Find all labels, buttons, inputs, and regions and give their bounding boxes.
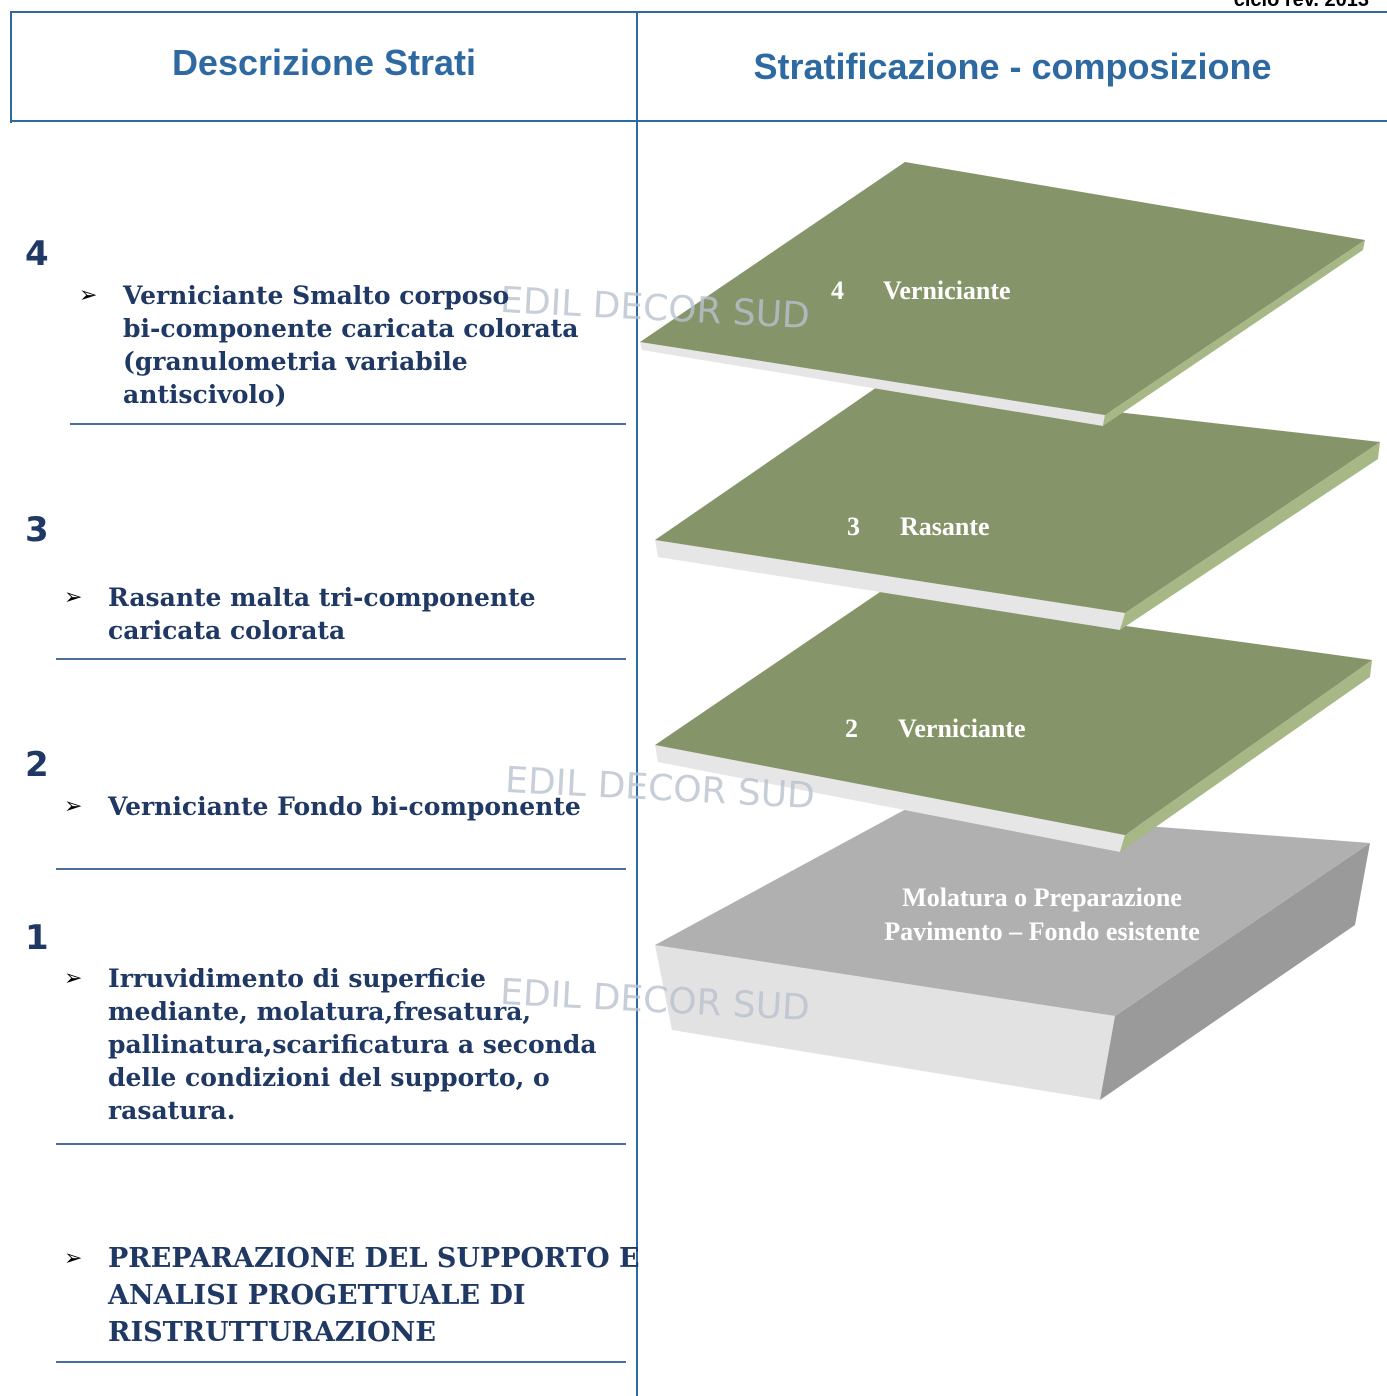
description-line: rasatura.: [108, 1096, 236, 1125]
layer3-top: [655, 385, 1380, 613]
base-block-top: [655, 808, 1370, 1016]
description-line: antiscivolo): [123, 380, 287, 409]
section-separator: [56, 1361, 626, 1363]
layer-number-3: 3: [25, 510, 49, 550]
layer4-edge-front: [640, 342, 1105, 426]
layer-2-description: ➢ Verniciante Fondo bi-componente: [64, 790, 581, 823]
description-line: RISTRUTTURAZIONE: [108, 1317, 436, 1348]
base-block-side: [1100, 843, 1370, 1100]
section-separator: [70, 423, 626, 425]
table-border-top: [10, 11, 1387, 13]
description-line: Rasante malta tri-componente: [108, 583, 536, 612]
description-line: delle condizioni del supporto, o: [108, 1063, 550, 1092]
section-separator: [56, 1143, 626, 1145]
layer3-edge-side: [1120, 442, 1380, 630]
revision-label: ciclo rev. 2013: [1233, 0, 1369, 11]
layer2-edge-side: [1120, 660, 1372, 852]
layer2-number: 2: [845, 714, 858, 743]
layer-3-description: ➢ Rasante malta tri-componente caricata …: [64, 581, 536, 647]
layer3-number: 3: [847, 512, 860, 541]
section-separator: [56, 658, 626, 660]
table-column-divider: [636, 11, 638, 1396]
base-label-line2: Pavimento – Fondo esistente: [884, 917, 1200, 946]
table-border-left: [10, 11, 12, 123]
arrow-bullet-icon: ➢: [64, 794, 83, 819]
layer3-edge-front: [655, 540, 1125, 630]
layer4-edge-side: [1103, 240, 1365, 426]
description-line: PREPARAZIONE DEL SUPPORTO E: [108, 1243, 640, 1274]
description-line: mediante, molatura,fresatura,: [108, 997, 532, 1026]
layer2-name: Verniciante: [898, 714, 1026, 743]
arrow-bullet-icon: ➢: [64, 585, 83, 610]
preparation-description: ➢ PREPARAZIONE DEL SUPPORTO E ANALISI PR…: [64, 1240, 640, 1351]
layer4-top: [640, 162, 1365, 415]
layer4-number: 4: [831, 276, 844, 305]
section-separator: [56, 868, 626, 870]
layer-number-2: 2: [25, 745, 49, 785]
layer-4-description: ➢ Verniciante Smalto corposo bi-componen…: [79, 279, 579, 411]
arrow-bullet-icon: ➢: [64, 966, 83, 991]
layer2-edge-front: [655, 745, 1125, 852]
base-block-front: [655, 945, 1115, 1100]
layer-1-description: ➢ Irruvidimento di superficie mediante, …: [64, 962, 597, 1127]
layer-number-1: 1: [25, 918, 49, 958]
description-line: Verniciante Fondo bi-componente: [108, 792, 581, 821]
layer3-name: Rasante: [900, 512, 990, 541]
description-line: pallinatura,scarificatura a seconda: [108, 1030, 597, 1059]
description-line: bi-componente caricata colorata: [123, 314, 579, 343]
layer2-top: [655, 592, 1372, 835]
header-left-title: Descrizione Strati: [171, 42, 477, 83]
description-line: (granulometria variabile: [123, 347, 468, 376]
description-line: Verniciante Smalto corposo: [123, 281, 510, 310]
arrow-bullet-icon: ➢: [79, 283, 98, 308]
description-line: caricata colorata: [108, 616, 346, 645]
description-line: ANALISI PROGETTUALE DI: [108, 1280, 526, 1311]
base-label-line1: Molatura o Preparazione: [902, 883, 1182, 912]
layer-number-4: 4: [25, 234, 49, 274]
arrow-bullet-icon: ➢: [64, 1246, 83, 1271]
header-right-title: Stratificazione - composizione: [753, 46, 1272, 87]
description-line: Irruvidimento di superficie: [108, 964, 486, 993]
table-header-divider: [10, 120, 1387, 122]
layer4-name: Verniciante: [883, 276, 1011, 305]
